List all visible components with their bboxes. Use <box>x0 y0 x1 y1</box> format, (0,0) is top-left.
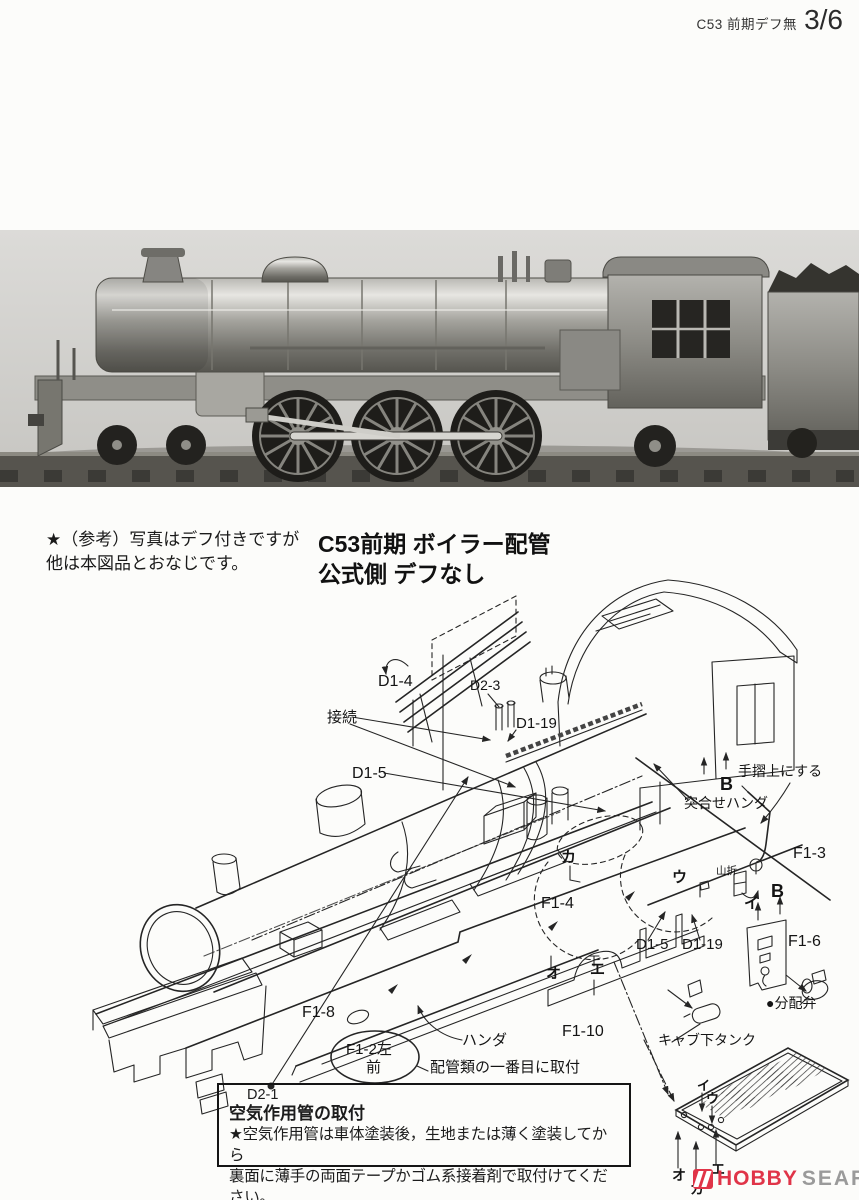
label-f1-10: F1-10 <box>562 1023 604 1040</box>
assembly-diagram: D1-4 D2-3 接続 D1-19 D1-5 B 手摺上にする 突合せハンダ … <box>0 570 859 1197</box>
label-d1-19-bottom: D1-19 <box>682 936 723 953</box>
hobbysearch-logo-icon <box>693 1169 713 1189</box>
etched-plate <box>614 962 848 1182</box>
label-bunpaiben: ●分配弁 <box>766 995 816 1011</box>
cab <box>559 256 770 409</box>
section-title-line2: 公式側 デフなし <box>318 561 486 587</box>
label-u-plate: ウ <box>706 1091 719 1106</box>
instruction-line1: ★空気作用管は車体塗装後，生地または薄く塗装してから <box>229 1126 607 1164</box>
label-o-mid: オ <box>546 965 561 982</box>
label-b-top: B <box>720 774 733 794</box>
label-f1-2-left: F1-2左 <box>346 1041 392 1058</box>
label-f1-8: F1-8 <box>302 1004 335 1021</box>
label-i-right: イ <box>744 895 759 912</box>
wheels <box>97 390 676 482</box>
hobbysearch-watermark: HOBBY SEARCH <box>693 1167 859 1191</box>
label-tesuri-ue: 手摺上にする <box>738 763 822 779</box>
label-setsuzoku: 接続 <box>327 709 357 726</box>
label-ka-mid: カ <box>561 849 576 866</box>
label-i-plate: イ <box>697 1078 710 1093</box>
label-f1-2-mae: 前 <box>366 1059 381 1076</box>
label-f1-4: F1-4 <box>541 895 574 912</box>
label-d1-5-top: D1-5 <box>352 765 387 782</box>
diagram-labels: D1-4 D2-3 接続 D1-19 D1-5 B 手摺上にする 突合せハンダ … <box>302 673 826 1197</box>
label-d1-19-top: D1-19 <box>516 715 557 732</box>
label-d1-5-bottom: D1-5 <box>636 936 669 953</box>
label-b-right: B <box>771 881 784 901</box>
label-cab-tank: キャブ下タンク <box>658 1032 756 1048</box>
label-d2-3: D2-3 <box>470 677 501 693</box>
model-label: C53 前期デフ無 <box>696 17 798 32</box>
instruction-box: D2-1 空気作用管の取付 ★空気作用管は車体塗装後，生地または薄く塗装してから… <box>217 1083 631 1200</box>
label-d1-4: D1-4 <box>378 673 413 690</box>
sheet-header: C53 前期デフ無 3/6 <box>697 4 843 36</box>
label-e-mid: エ <box>590 961 605 978</box>
tender <box>767 263 859 458</box>
instruction-line2: 裏面に薄手の両面テープかゴム系接着剤で取付けてください。 <box>229 1168 608 1200</box>
reference-note-line2: 他は本図品とおなじです。 <box>46 554 249 573</box>
label-yamaori: 山折 <box>716 864 737 877</box>
label-tsukiawase-handa: 突合せハンダ <box>684 795 768 811</box>
leader-lines <box>267 694 701 1090</box>
piping-lines <box>96 758 830 1082</box>
section-title-line1: C53前期 ボイラー配管 <box>318 531 551 557</box>
boiler-drawing <box>127 666 670 1003</box>
label-haikanrui-note: 配管類の一番目に取付 <box>430 1059 580 1076</box>
hobbysearch-brand-primary: HOBBY <box>717 1167 798 1190</box>
sheet-number: 3/6 <box>804 4 843 35</box>
photo-art <box>0 230 859 487</box>
label-e-plate: エ <box>711 1161 725 1177</box>
front-deck-drawing <box>93 958 266 1114</box>
reference-note-line1: ★（参考）写真はデフ付きですが <box>46 530 300 549</box>
label-o-plate: オ <box>672 1167 686 1183</box>
d1-4-pipe-part <box>381 596 530 790</box>
label-f1-3: F1-3 <box>793 845 826 862</box>
section-title: C53前期 ボイラー配管 公式側 デフなし <box>318 529 551 589</box>
instruction-heading: 空気作用管の取付 <box>229 1104 365 1123</box>
hobbysearch-brand-secondary: SEARCH <box>801 1167 859 1190</box>
label-u-mid: ウ <box>672 869 687 886</box>
reference-note: ★（参考）写真はデフ付きですが 他は本図品とおなじです。 <box>46 528 299 576</box>
bend-guide-arcs <box>534 855 712 995</box>
instruction-part-ref: D2-1 <box>247 1087 279 1103</box>
label-handa: ハンダ <box>462 1032 507 1049</box>
right-side-parts <box>648 751 830 1005</box>
f1-10-part <box>548 914 722 1025</box>
locomotive-photo <box>0 230 859 487</box>
label-f1-6: F1-6 <box>788 933 821 950</box>
cab-drawing <box>552 580 797 873</box>
